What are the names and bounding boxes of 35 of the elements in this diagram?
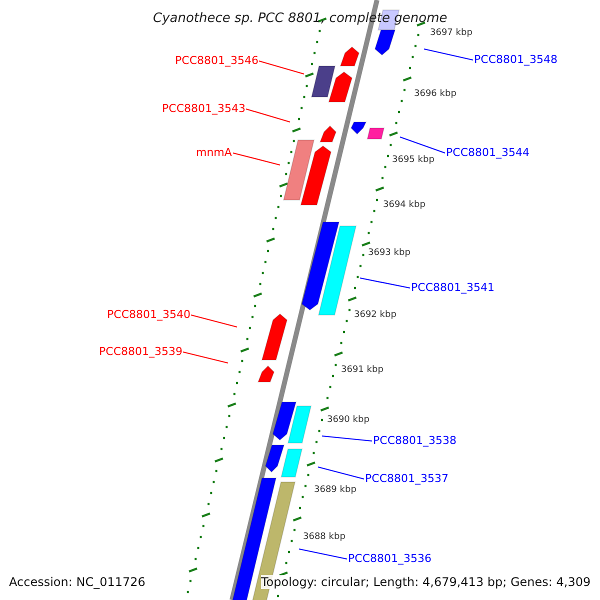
scale-label: 3693 kbp — [368, 248, 410, 258]
genome-info-text: Topology: circular; Length: 4,679,413 bp; Genes: 4,309 — [261, 575, 591, 589]
leader-line — [360, 277, 410, 289]
gene-label: PCC8801_3543 — [162, 102, 246, 114]
scale-label: 3688 kbp — [303, 532, 346, 542]
leader-line — [182, 351, 228, 364]
scale-label: 3690 kbp — [327, 416, 370, 424]
leader-line — [232, 152, 280, 166]
leader-line — [322, 435, 372, 442]
scale-label: 3692 kbp — [354, 310, 396, 320]
gene-label: PCC8801_3544 — [446, 146, 530, 158]
leader-line — [258, 60, 304, 75]
gene-label: PCC8801_3539 — [99, 346, 182, 356]
title: Cyanothece sp. PCC 8801, complete genome — [153, 12, 448, 24]
leader-line — [298, 548, 348, 560]
leader-line — [424, 48, 474, 61]
scale-label: 3691 kbp — [341, 366, 384, 374]
gene-label: PCC8801_3538 — [373, 434, 456, 446]
gene-label: PCC8801_3536 — [348, 552, 432, 564]
scale-label: 3695 kbp — [392, 156, 434, 164]
gene-label: PCC8801_3537 — [365, 472, 448, 484]
gene-label: PCC8801_3546 — [175, 54, 258, 66]
scale-label: 3696 kbp — [414, 90, 456, 98]
leader-line — [190, 314, 238, 328]
leader-line — [318, 466, 364, 480]
accession-text: Accession: NC_011726 — [9, 576, 146, 588]
scale-label: 3694 kbp — [383, 200, 426, 210]
gene-label: mnmA — [196, 146, 232, 158]
scale-label: 3697 kbp — [430, 28, 472, 38]
leader-line — [400, 136, 446, 154]
gene-label: PCC8801_3541 — [411, 282, 494, 292]
gene-label: PCC8801_3548 — [474, 54, 558, 64]
leader-line — [246, 108, 290, 123]
scale-label: 3689 kbp — [314, 486, 356, 494]
gene-label: PCC8801_3540 — [107, 308, 190, 320]
